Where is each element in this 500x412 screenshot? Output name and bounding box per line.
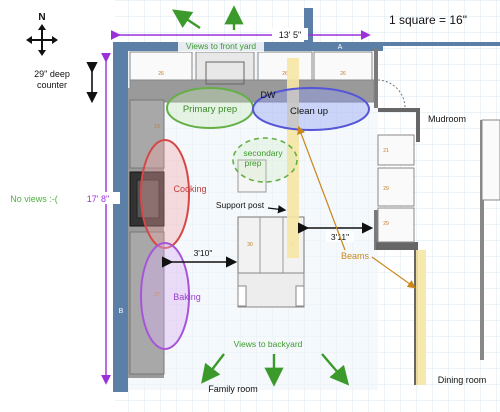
cabinet-code-mud2: 29 — [383, 186, 389, 192]
label-views-front: Views to front yard — [186, 41, 257, 51]
wall-mud-b — [416, 108, 420, 142]
cabinet-code-mud1: 21 — [383, 148, 389, 154]
wall-mark-a: A — [338, 44, 343, 51]
label-primary-prep: Primary prep — [183, 104, 237, 115]
label-mudroom: Mudroom — [428, 114, 466, 124]
dimension-width: 13' 5" — [279, 30, 301, 40]
mudroom-cabinet-2 — [377, 167, 415, 207]
scale-note: 1 square = 16" — [389, 13, 467, 27]
beam-right — [416, 250, 426, 385]
top-cabinet-range-hood — [195, 51, 255, 81]
cabinet-code-top3: 26 — [340, 71, 346, 77]
label-secondary-prep-2: prep — [244, 158, 261, 168]
label-baking: Baking — [173, 292, 201, 302]
label-no-views: No views :-( — [10, 194, 58, 204]
wall-mud-a — [378, 108, 420, 112]
counter-depth-line2: counter — [37, 80, 67, 90]
wall-top-right — [315, 42, 500, 46]
aisle-left-label: 3'10" — [194, 248, 213, 258]
wall-left — [113, 42, 128, 392]
beams-arrow-right — [371, 256, 416, 289]
top-cabinet-window — [257, 51, 313, 81]
mudroom-cabinet-3 — [377, 207, 415, 243]
support-post-arrow — [267, 205, 287, 214]
cabinet-code-left-upper: 13 — [154, 124, 160, 130]
door-swing — [377, 79, 406, 109]
label-dining-room: Dining room — [438, 375, 487, 385]
label-family-room: Family room — [208, 384, 258, 394]
label-cooking: Cooking — [173, 184, 206, 194]
zone-baking — [140, 242, 190, 350]
zone-clean-up — [252, 87, 370, 131]
left-cabinet-lower — [129, 231, 165, 375]
cabinet-code-top2: 26 — [282, 71, 288, 77]
beams-arrow-up — [297, 125, 346, 251]
counter-depth-line1: 29" deep — [34, 69, 70, 79]
label-secondary-prep-1: secondary — [243, 148, 283, 158]
label-clean-up: Clean up — [290, 106, 328, 117]
island — [237, 216, 305, 308]
view-arrow-back-right — [321, 353, 350, 386]
compass-north: N — [38, 12, 45, 23]
island-seating — [237, 272, 305, 308]
view-arrow-back-left — [201, 353, 225, 384]
wall-right-upper — [374, 48, 378, 108]
beam-vertical — [287, 58, 299, 258]
wall-mark-b: B — [119, 308, 124, 315]
zone-secondary-prep — [232, 137, 298, 183]
top-cabinet-3 — [313, 51, 373, 81]
cabinet-code-baking: 27 — [154, 292, 160, 298]
wall-post-top — [304, 8, 313, 46]
sink — [205, 61, 245, 85]
label-beams: Beams — [341, 251, 370, 261]
label-dw: DW — [261, 90, 276, 100]
label-views-back: Views to backyard — [234, 339, 303, 349]
cabinet-code-island-left: 30 — [247, 242, 253, 248]
compass: N — [26, 12, 58, 56]
wall-mud-c — [376, 242, 418, 250]
top-cabinet-1 — [129, 51, 193, 81]
cabinet-code-top1: 26 — [158, 71, 164, 77]
far-right-cabinet — [481, 119, 500, 201]
zone-cooking — [140, 139, 190, 249]
mudroom-cabinet-1 — [377, 134, 415, 166]
cabinet-code-mud2b: 29 — [383, 221, 389, 227]
view-arrow-front-left — [172, 9, 201, 29]
top-cabinets — [129, 51, 375, 103]
wall-far-right — [480, 120, 484, 360]
mudroom-fixtures — [377, 119, 500, 243]
label-support-post: Support post — [216, 200, 265, 210]
compass-arrows-icon — [28, 26, 56, 54]
dimension-length: 17' 8" — [87, 194, 109, 204]
wall-right-lower — [374, 210, 378, 250]
